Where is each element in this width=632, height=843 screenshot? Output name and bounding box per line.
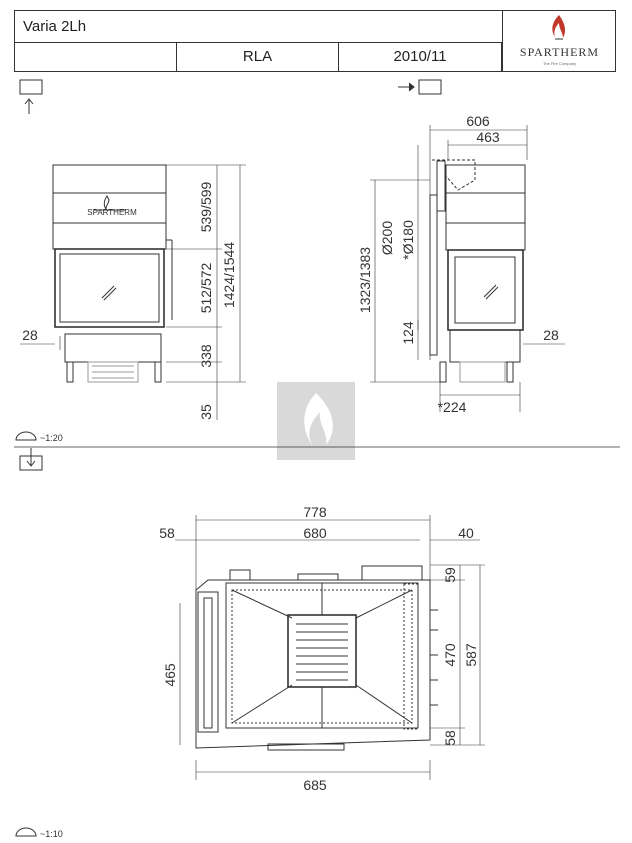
scale-icon-lower bbox=[15, 827, 37, 837]
side-view-icon bbox=[398, 79, 442, 95]
front-dim-total: 1424/1544 bbox=[221, 242, 237, 308]
title-block: Varia 2Lh RLA 2010/11 SPARTHERM The Fire… bbox=[14, 10, 616, 72]
top-dim-left-offset: 58 bbox=[159, 525, 175, 541]
scale-upper: ~1:20 bbox=[40, 433, 63, 443]
brand-logo: SPARTHERM The Fire Company bbox=[502, 11, 615, 71]
front-view bbox=[20, 164, 246, 420]
title-row: Varia 2Lh bbox=[15, 11, 502, 43]
side-view bbox=[370, 125, 565, 412]
front-logo-text: SPARTHERM bbox=[87, 208, 137, 217]
front-dim-side: 28 bbox=[22, 327, 38, 343]
top-dim-inner-width: 680 bbox=[303, 525, 327, 541]
top-dim-right-bottom: 58 bbox=[442, 730, 458, 746]
scale-icon bbox=[15, 431, 37, 441]
top-dim-right-mid: 470 bbox=[442, 643, 458, 667]
top-view bbox=[175, 515, 485, 780]
top-dim-right-top: 59 bbox=[442, 567, 458, 583]
model-name: Varia 2Lh bbox=[23, 18, 87, 35]
top-dim-left-depth: 465 bbox=[162, 663, 178, 687]
flame-icon bbox=[552, 15, 566, 40]
side-dim-height: 1323/1383 bbox=[357, 247, 373, 313]
front-dim-glass: 512/572 bbox=[198, 262, 214, 313]
front-dim-base: 338 bbox=[198, 344, 214, 368]
side-dim-flue-inner: *Ø180 bbox=[400, 220, 416, 260]
date-cell: 2010/11 bbox=[339, 43, 502, 71]
side-dim-flue-outer: Ø200 bbox=[379, 221, 395, 255]
watermark bbox=[277, 382, 355, 460]
scale-lower: ~1:10 bbox=[40, 829, 63, 839]
top-dim-right-offset: 40 bbox=[458, 525, 474, 541]
side-dim-low: 124 bbox=[400, 321, 416, 345]
top-dim-base-width: 685 bbox=[303, 777, 327, 793]
side-dim-width: 606 bbox=[466, 113, 490, 129]
top-dim-total-width: 778 bbox=[303, 504, 327, 520]
front-view-icon bbox=[19, 79, 43, 114]
front-dim-leg: 35 bbox=[198, 404, 214, 420]
brand-name: SPARTHERM bbox=[519, 45, 600, 59]
variant-cell: RLA bbox=[177, 43, 339, 71]
side-dim-side: 28 bbox=[543, 327, 559, 343]
title-cell-empty bbox=[15, 43, 177, 71]
front-dim-top: 539/599 bbox=[198, 181, 214, 232]
brand-subtitle: The Fire Company bbox=[542, 61, 577, 66]
side-dim-depth: 463 bbox=[476, 129, 500, 145]
top-view-icon bbox=[19, 448, 43, 471]
side-dim-bottom: *224 bbox=[438, 399, 467, 415]
top-dim-right-total: 587 bbox=[463, 643, 479, 667]
